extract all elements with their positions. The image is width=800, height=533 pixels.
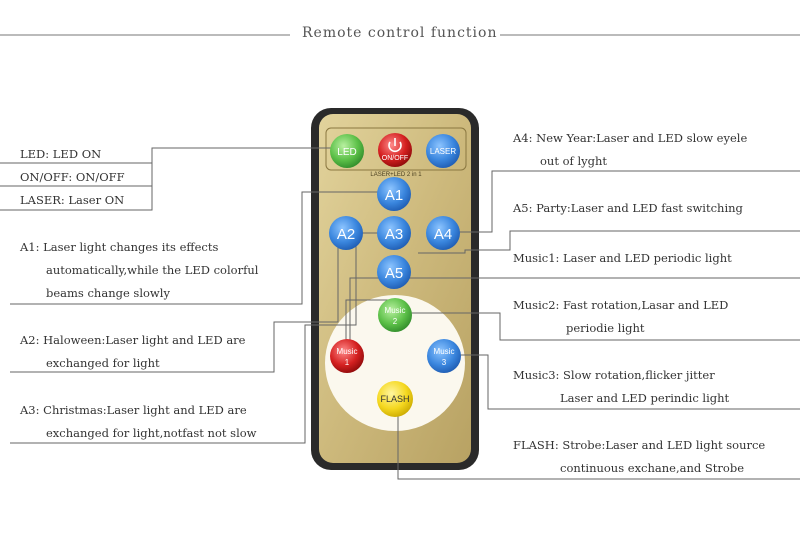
label-flash-line1: FLASH: Strobe:Laser and LED light source [513,438,766,452]
label-a1-line1: A1: Laser light changes its effects [20,240,219,254]
label-a1-line3: beams change slowly [46,286,170,300]
music3-button[interactable]: Music 3 [427,339,461,373]
music1-button[interactable]: Music 1 [330,339,364,373]
label-onoff: ON/OFF: ON/OFF [20,170,125,184]
label-music3-line2: Laser and LED perindic light [560,391,730,405]
label-music3-line1: Music3: Slow rotation,flicker jitter [513,368,715,382]
a5-button[interactable]: A5 [377,255,411,289]
power-button-label: ON/OFF [382,155,408,162]
power-button[interactable]: ON/OFF [378,133,412,167]
label-a5: A5: Party:Laser and LED fast switching [513,201,743,215]
a2-button[interactable]: A2 [329,216,363,250]
a5-label: A5 [385,265,403,282]
power-icon [388,141,402,153]
a1-button[interactable]: A1 [377,177,411,211]
label-music2-line1: Music2: Fast rotation,Lasar and LED [513,298,729,312]
label-a4-line2: out of lyght [540,154,608,168]
a3-button[interactable]: A3 [377,216,411,250]
a3-label: A3 [385,226,403,243]
laser-button-label: LASER [430,147,456,156]
label-a3-line1: A3: Christmas:Laser light and LED are [20,403,247,417]
page-title: Remote control function [302,25,498,41]
music1-number: 1 [345,358,350,367]
label-a2-line2: exchanged for light [46,356,160,370]
led-button[interactable]: LED [330,134,364,168]
music2-button[interactable]: Music 2 [378,298,412,332]
flash-label: FLASH [380,394,409,404]
strip-label: LASER+LED 2 in 1 [370,172,422,178]
label-a4-line1: A4: New Year:Laser and LED slow eyele [513,131,748,145]
music1-label: Music [337,347,358,356]
a4-button[interactable]: A4 [426,216,460,250]
music2-number: 2 [393,317,398,326]
label-a2-line1: A2: Haloween:Laser light and LED are [20,333,246,347]
flash-button[interactable]: FLASH [377,381,413,417]
label-laser: LASER: Laser ON [20,193,125,207]
label-a3-line2: exchanged for light,notfast not slow [46,426,257,440]
label-flash-line2: continuous exchane,and Strobe [560,461,744,475]
led-button-label: LED [337,147,356,158]
label-led: LED: LED ON [20,147,102,161]
music3-number: 3 [442,358,447,367]
music-pad [325,295,465,431]
a4-label: A4 [434,226,452,243]
label-a1-line2: automatically,while the LED colorful [46,263,259,277]
a2-label: A2 [337,226,355,243]
music2-label: Music [385,306,406,315]
laser-button[interactable]: LASER [426,134,460,168]
label-music2-line2: periodie light [566,321,645,335]
music3-label: Music [434,347,455,356]
a1-label: A1 [385,187,403,204]
label-music1: Music1: Laser and LED periodic light [513,251,732,265]
